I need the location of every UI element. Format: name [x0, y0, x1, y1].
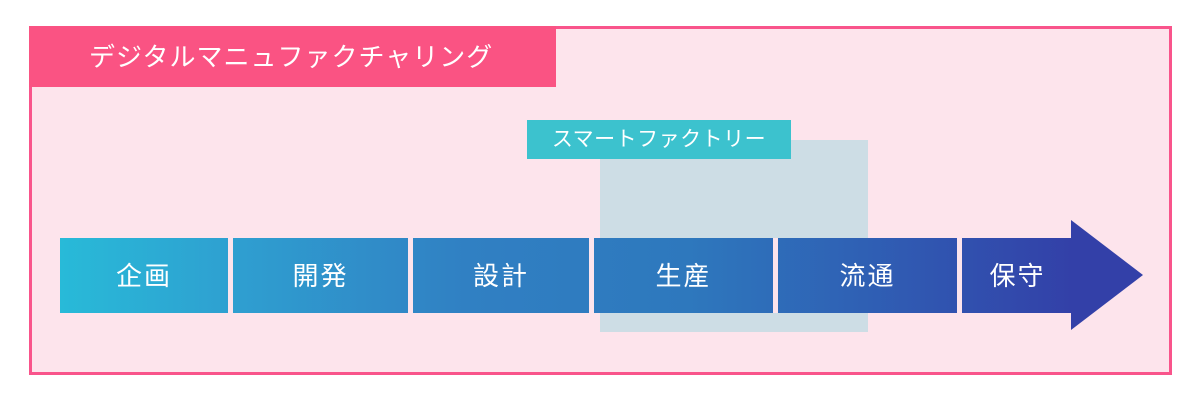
stage-label: 生産	[655, 260, 712, 291]
stage-label: 流通	[839, 260, 896, 291]
stage-design[interactable]: 設計	[413, 238, 589, 313]
digital-manufacturing-banner: デジタルマニュファクチャリング	[29, 26, 556, 87]
smart-factory-callout-label: スマートファクトリー	[551, 128, 767, 151]
stage-divider	[408, 238, 413, 313]
stage-label: 企画	[115, 260, 172, 291]
smart-factory-callout: スマートファクトリー	[527, 120, 791, 159]
stage-label: 保守	[989, 260, 1046, 291]
stage-divider	[773, 238, 778, 313]
stage-divider	[589, 238, 594, 313]
stage-distribution[interactable]: 流通	[778, 238, 957, 313]
stage-planning[interactable]: 企画	[60, 238, 228, 313]
stage-development[interactable]: 開発	[233, 238, 408, 313]
stage-maintenance[interactable]: 保守	[962, 238, 1073, 313]
stage-list: 企画 開発 設計 生産 流通 保守	[60, 238, 1073, 313]
stage-divider	[228, 238, 233, 313]
stage-production[interactable]: 生産	[594, 238, 773, 313]
process-arrow: 企画 開発 設計 生産 流通 保守	[60, 218, 1143, 332]
stage-divider	[957, 238, 962, 313]
stage-label: 開発	[292, 260, 349, 291]
stage-label: 設計	[472, 260, 529, 291]
digital-manufacturing-banner-label: デジタルマニュファクチャリング	[89, 41, 494, 72]
